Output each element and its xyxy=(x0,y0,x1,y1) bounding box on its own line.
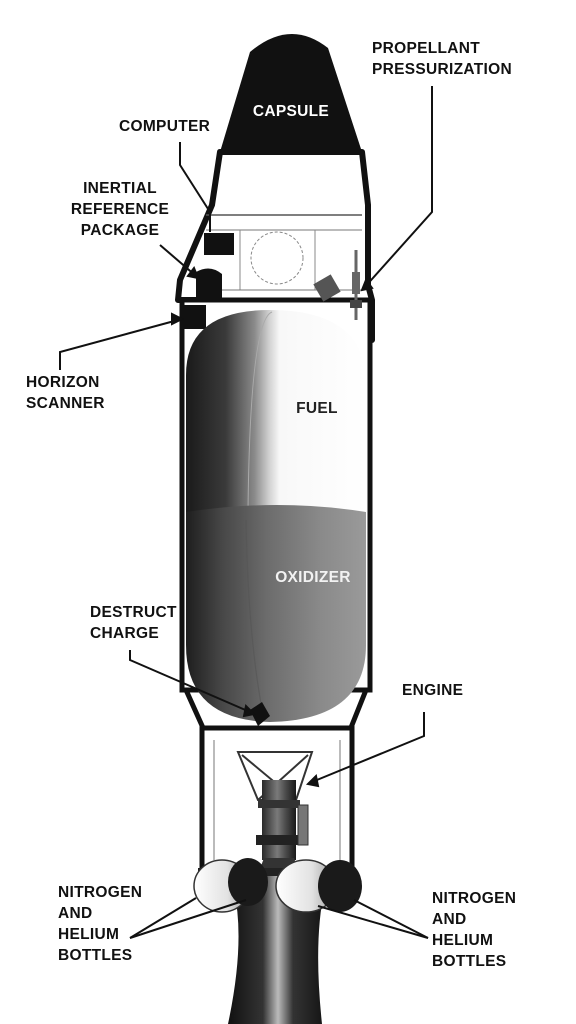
computer-label: COMPUTER xyxy=(119,118,211,135)
inertial-reference-package-label: INERTIAL REFERENCE PACKAGE xyxy=(70,180,170,239)
fuel-label: FUEL xyxy=(296,400,338,417)
horizon-scanner-label: HORIZON SCANNER xyxy=(26,374,105,412)
destruct-charge-label: DESTRUCT CHARGE xyxy=(90,604,177,642)
base-ring xyxy=(198,868,356,876)
bottles-left-label: NITROGEN AND HELIUM BOTTLES xyxy=(58,884,143,964)
bottles-right-label: NITROGEN AND HELIUM BOTTLES xyxy=(432,890,517,970)
leader-lines xyxy=(59,86,433,939)
bottle-right-2 xyxy=(318,860,362,912)
computer-box xyxy=(204,233,234,255)
propellant-pressurization-label: PROPELLANT PRESSURIZATION xyxy=(372,40,512,78)
fuel-tank xyxy=(186,310,366,515)
capsule-label: CAPSULE xyxy=(252,103,330,120)
equipment-dial xyxy=(250,231,304,285)
horizon-scanner-box xyxy=(182,305,206,329)
pressurization-valve xyxy=(313,274,341,302)
engine-label: ENGINE xyxy=(402,682,464,699)
exhaust-plume xyxy=(228,876,328,1024)
destruct-charge xyxy=(250,702,270,726)
inertial-package xyxy=(196,268,222,300)
engine-body xyxy=(262,780,296,860)
bottle-left-2 xyxy=(228,858,268,906)
oxidizer-tank xyxy=(186,505,366,722)
capsule-nose xyxy=(220,33,362,152)
oxidizer-label: OXIDIZER xyxy=(275,569,351,586)
